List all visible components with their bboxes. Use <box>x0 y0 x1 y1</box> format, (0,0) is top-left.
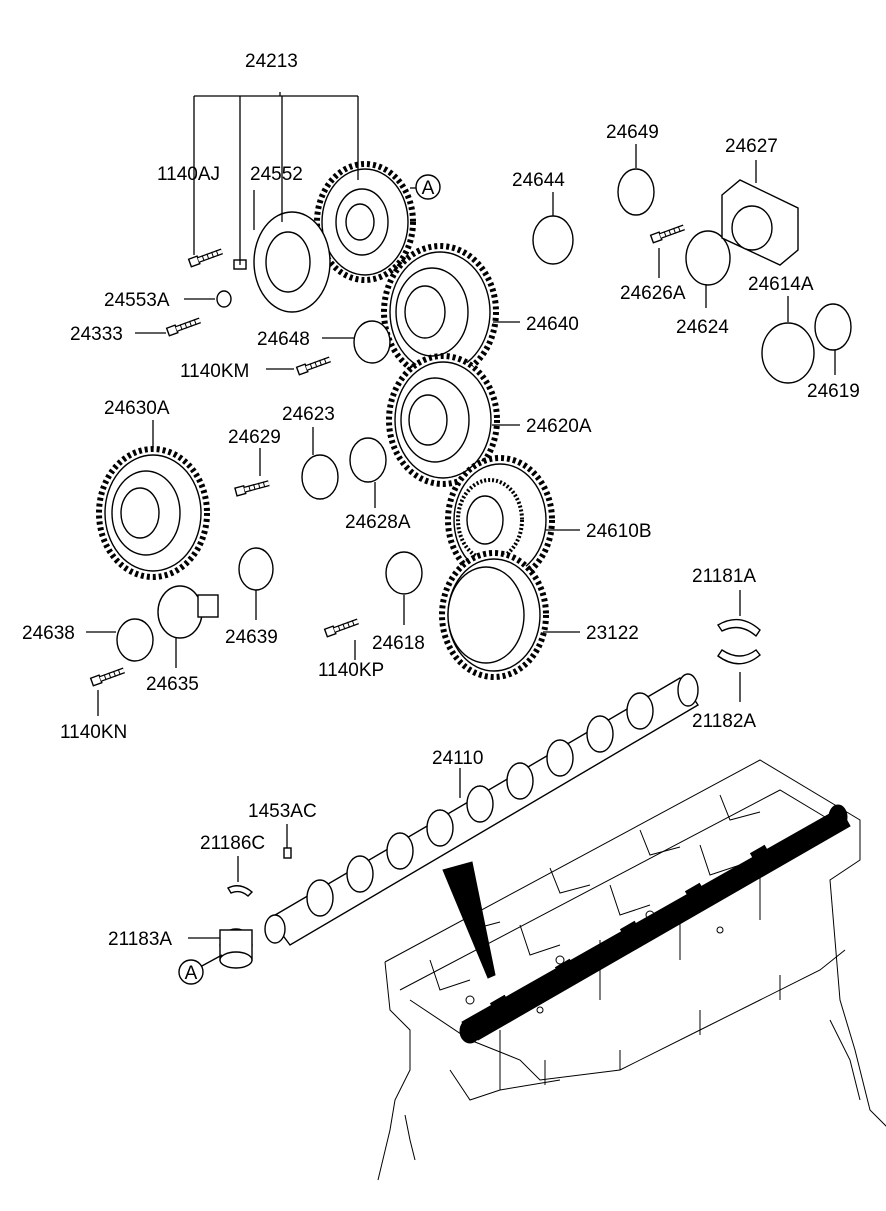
reference-a-bottom: A <box>178 959 204 985</box>
bearings <box>219 618 761 969</box>
gear-24620A <box>386 353 500 487</box>
gear-24630A <box>96 446 210 580</box>
label-24619: 24619 <box>807 381 860 402</box>
label-24610b: 24610B <box>586 521 652 542</box>
label-24618: 24618 <box>372 633 425 654</box>
label-24644: 24644 <box>512 170 565 191</box>
ref-label: A <box>422 178 435 199</box>
installed-camshaft <box>442 804 851 1044</box>
label-24552: 24552 <box>250 164 303 185</box>
label-24628a: 24628A <box>345 512 411 533</box>
label-24648: 24648 <box>257 329 310 350</box>
label-24333: 24333 <box>70 324 123 345</box>
ref-label: A <box>185 963 198 984</box>
label-24638: 24638 <box>22 623 75 644</box>
label-1140km: 1140KM <box>180 361 249 382</box>
label-1140aj: 1140AJ <box>157 164 220 185</box>
leader-lines <box>86 92 836 968</box>
ring-gear-23122 <box>439 550 549 680</box>
label-24640: 24640 <box>526 314 579 335</box>
label-21183a: 21183A <box>108 929 172 950</box>
label-21181a: 21181A <box>692 566 756 587</box>
gear-24640 <box>381 243 499 381</box>
label-24623: 24623 <box>282 404 335 425</box>
gear-24610B <box>445 455 555 585</box>
label-24649: 24649 <box>606 122 659 143</box>
label-1140kp: 1140KP <box>318 660 384 681</box>
label-24627: 24627 <box>725 136 778 157</box>
label-21186c: 21186C <box>200 833 265 854</box>
label-21182a: 21182A <box>692 711 756 732</box>
label-24626a: 24626A <box>620 283 686 304</box>
label-1453ac: 1453AC <box>248 801 317 822</box>
gear-24213 <box>314 161 416 283</box>
label-24614a: 24614A <box>748 274 814 295</box>
label-24635: 24635 <box>146 674 199 695</box>
label-1140kn: 1140KN <box>60 722 127 743</box>
label-24630a: 24630A <box>104 398 170 419</box>
part-labels: 24213 1140AJ 24552 24553A 24333 24648 11… <box>22 51 860 950</box>
reference-a-top: A <box>415 174 441 200</box>
camshaft <box>264 673 699 946</box>
label-24639: 24639 <box>225 627 278 648</box>
label-24553a: 24553A <box>104 290 170 311</box>
label-24110: 24110 <box>432 748 483 769</box>
label-23122: 23122 <box>586 623 639 644</box>
label-24629: 24629 <box>228 427 281 448</box>
label-24620a: 24620A <box>526 416 592 437</box>
small-parts <box>116 168 852 662</box>
plate-24552 <box>253 211 331 313</box>
label-24624: 24624 <box>676 317 729 338</box>
label-24213: 24213 <box>245 51 298 72</box>
